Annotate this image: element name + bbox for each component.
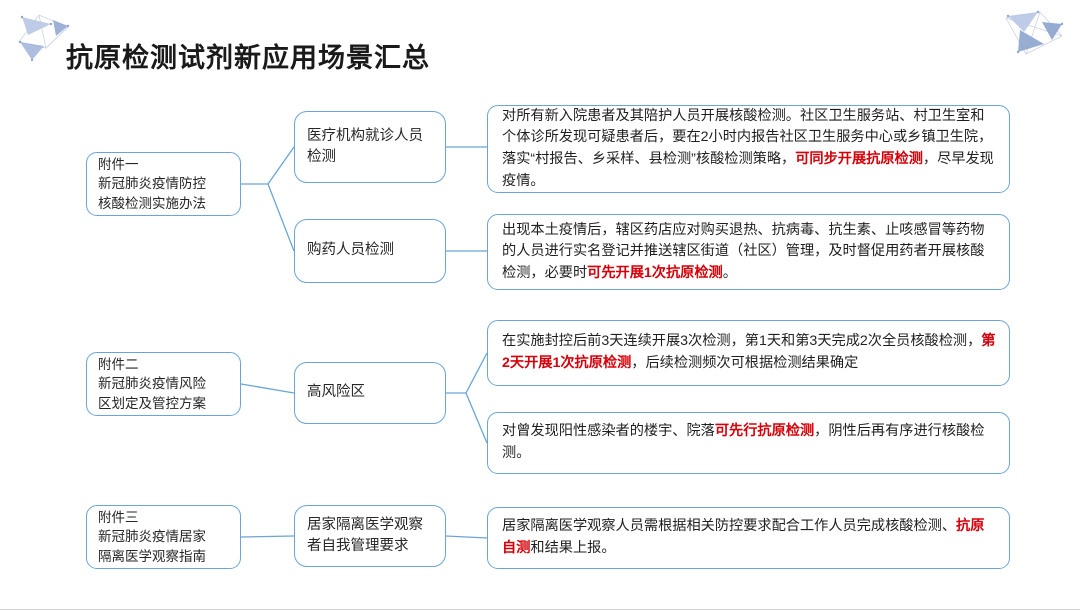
category-node-3-label: 高风险区: [307, 384, 365, 401]
attachment-node-3-label: 附件三新冠肺炎疫情居家隔离医学观察指南: [98, 509, 206, 564]
detail-node-4-text: 对曾发现阳性感染者的楼宇、院落可先行抗原检测，阴性后再有序进行核酸检测。: [502, 423, 985, 461]
highlight-text: 可先开展1次抗原检测: [587, 264, 723, 281]
detail-node-4[interactable]: 对曾发现阳性感染者的楼宇、院落可先行抗原检测，阴性后再有序进行核酸检测。: [487, 412, 1010, 474]
highlight-text: 抗原自测: [502, 518, 985, 556]
detail-node-2[interactable]: 出现本土疫情后，辖区药店应对购买退热、抗病毒、抗生素、止咳感冒等药物的人员进行实…: [487, 214, 1010, 290]
detail-node-3-text: 在实施封控后前3天连续开展3次检测，第1天和第3天完成2次全员核酸检测，第2天开…: [502, 333, 996, 371]
detail-node-1[interactable]: 对所有新入院患者及其陪护人员开展核酸检测。社区卫生服务站、村卫生室和个体诊所发现…: [487, 105, 1010, 193]
category-node-drug-purchaser[interactable]: 购药人员检测: [294, 219, 446, 283]
category-node-medical-institution[interactable]: 医疗机构就诊人员检测: [294, 111, 446, 183]
category-node-1-label: 医疗机构就诊人员检测: [307, 127, 423, 165]
detail-node-3[interactable]: 在实施封控后前3天连续开展3次检测，第1天和第3天完成2次全员核酸检测，第2天开…: [487, 320, 1010, 386]
category-node-4-label: 居家隔离医学观察者自我管理要求: [307, 516, 423, 554]
highlight-text: 可先行抗原检测: [714, 423, 815, 440]
highlight-text: 第2天开展1次抗原检测: [502, 333, 996, 371]
attachment-node-3[interactable]: 附件三新冠肺炎疫情居家隔离医学观察指南: [86, 505, 241, 569]
detail-node-5[interactable]: 居家隔离医学观察人员需根据相关防控要求配合工作人员完成核酸检测、抗原自测和结果上…: [487, 507, 1010, 569]
detail-node-2-text: 出现本土疫情后，辖区药店应对购买退热、抗病毒、抗生素、止咳感冒等药物的人员进行实…: [502, 221, 985, 281]
attachment-node-2-label: 附件二新冠肺炎疫情风险区划定及管控方案: [98, 356, 206, 411]
attachment-node-1[interactable]: 附件一新冠肺炎疫情防控核酸检测实施办法: [86, 152, 241, 216]
page-title: 抗原检测试剂新应用场景汇总: [66, 43, 430, 73]
attachment-node-1-label: 附件一新冠肺炎疫情防控核酸检测实施办法: [98, 156, 206, 211]
category-node-2-label: 购药人员检测: [307, 242, 394, 259]
detail-node-1-text: 对所有新入院患者及其陪护人员开展核酸检测。社区卫生服务站、村卫生室和个体诊所发现…: [502, 107, 994, 189]
category-node-home-isolation[interactable]: 居家隔离医学观察者自我管理要求: [294, 505, 446, 567]
highlight-text: 可同步开展抗原检测: [795, 151, 923, 167]
detail-node-5-text: 居家隔离医学观察人员需根据相关防控要求配合工作人员完成核酸检测、抗原自测和结果上…: [502, 518, 985, 556]
attachment-node-2[interactable]: 附件二新冠肺炎疫情风险区划定及管控方案: [86, 352, 241, 416]
category-node-high-risk-area[interactable]: 高风险区: [294, 362, 446, 424]
